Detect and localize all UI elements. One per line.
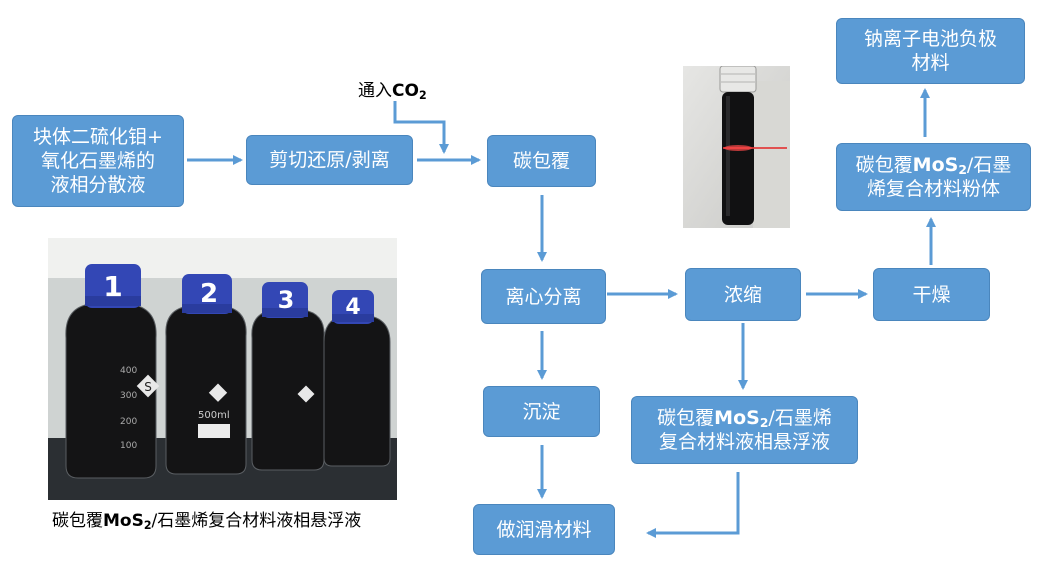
node-composite-suspension: 碳包覆MoS2/石墨烯 复合材料液相悬浮液 — [631, 396, 858, 464]
bottle-1: 1 400 300 200 100 S — [65, 264, 160, 479]
arrow-suspension-to-lubricant — [646, 472, 740, 538]
node-label: 钠离子电池负极 材料 — [863, 28, 997, 74]
node-label: 碳包覆MoS2/石墨 烯复合材料粉体 — [855, 154, 1012, 200]
node-label: 碳包覆 — [512, 150, 570, 172]
node-label: 做润滑材料 — [496, 518, 592, 541]
node-composite-powder: 碳包覆MoS2/石墨 烯复合材料粉体 — [836, 143, 1031, 211]
bottles-photo: 1 400 300 200 100 S 2 500ml 3 — [48, 238, 397, 500]
svg-text:200: 200 — [120, 417, 137, 427]
bottle-4: 4 — [323, 290, 391, 467]
bottle-2: 2 500ml — [165, 274, 247, 475]
bottle-number: 3 — [278, 286, 295, 314]
node-shear-exfoliation: 剪切还原/剥离 — [246, 135, 413, 185]
node-sodium-anode: 钠离子电池负极 材料 — [836, 18, 1025, 84]
photo-caption: 碳包覆MoS2/石墨烯复合材料液相悬浮液 — [52, 511, 362, 532]
node-label: 块体二硫化钼+ 氧化石墨烯的 液相分散液 — [33, 126, 163, 196]
node-dry: 干燥 — [873, 268, 990, 321]
bottle-number: 1 — [103, 270, 122, 303]
svg-text:500ml: 500ml — [198, 410, 230, 421]
node-label: 干燥 — [912, 283, 951, 306]
svg-text:300: 300 — [120, 391, 137, 401]
svg-text:S: S — [144, 380, 152, 394]
node-label: 浓缩 — [723, 283, 762, 306]
node-centrifuge: 离心分离 — [481, 269, 606, 324]
node-start-dispersion: 块体二硫化钼+ 氧化石墨烯的 液相分散液 — [12, 115, 184, 207]
node-label: 碳包覆MoS2/石墨烯 复合材料液相悬浮液 — [657, 407, 832, 453]
node-label: 离心分离 — [505, 285, 582, 308]
vial-photo — [683, 66, 790, 228]
node-label: 剪切还原/剥离 — [269, 149, 390, 171]
node-concentrate: 浓缩 — [685, 268, 801, 321]
node-label: 沉淀 — [522, 400, 561, 423]
node-precipitate: 沉淀 — [483, 386, 600, 437]
bottle-number: 2 — [200, 279, 218, 309]
node-carbon-coating: 碳包覆 — [487, 135, 596, 187]
arrow-co2-input — [393, 101, 449, 154]
node-lubricant: 做润滑材料 — [473, 504, 615, 555]
bottle-number: 4 — [345, 295, 360, 320]
svg-text:400: 400 — [120, 366, 137, 376]
co2-label: 通入CO2 — [358, 81, 427, 102]
svg-text:100: 100 — [120, 441, 137, 451]
